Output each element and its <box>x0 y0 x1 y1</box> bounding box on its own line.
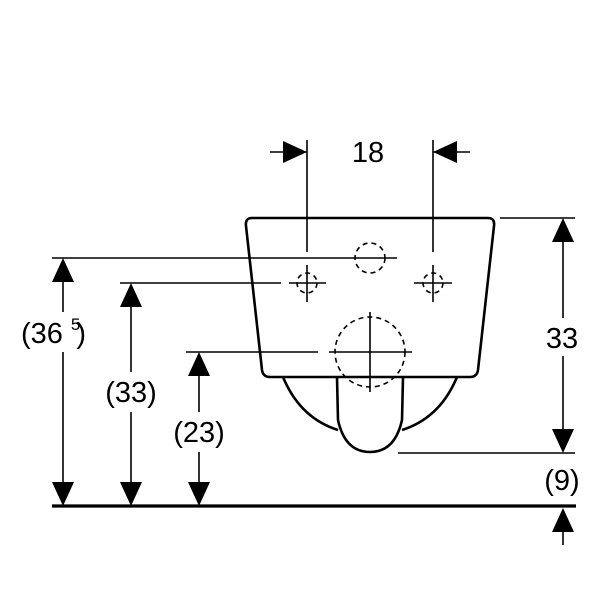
hole-spacing-dimension: 18 <box>270 137 470 252</box>
height-33-dimension: (33) <box>100 283 164 506</box>
hole-spacing-label: 18 <box>352 137 384 169</box>
toilet-outline <box>244 216 496 454</box>
arrow-left-icon <box>433 141 457 163</box>
height-top-label: 33 <box>546 323 578 355</box>
floor-gap-label: (9) <box>544 465 579 497</box>
height-top-dimension: 33 <box>398 217 586 454</box>
height-33-label: (33) <box>105 377 157 409</box>
arrow-right-icon <box>283 141 307 163</box>
height-23-dimension: (23) <box>168 352 232 506</box>
height-23-label: (23) <box>173 417 225 449</box>
floor-gap-dimension: (9) <box>544 465 580 545</box>
fixing-holes <box>289 242 452 392</box>
